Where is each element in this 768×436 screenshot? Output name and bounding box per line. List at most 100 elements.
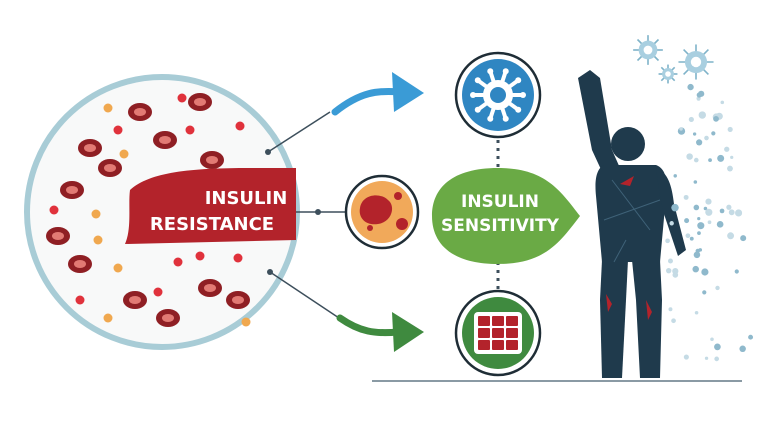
particle-dot xyxy=(727,126,733,132)
particle-dot xyxy=(694,310,699,315)
particle-dot xyxy=(671,203,679,212)
particle-dot xyxy=(734,269,739,274)
particle-dot xyxy=(668,307,673,312)
red-blood-cell xyxy=(188,93,212,111)
particle-dot xyxy=(739,345,746,353)
particle-dot xyxy=(119,149,129,159)
particle-dot xyxy=(665,238,670,244)
particle-dots xyxy=(665,83,754,362)
particle-dot xyxy=(671,318,676,324)
insulin-resistance-banner: INSULIN RESISTANCE xyxy=(125,168,296,244)
particle-dot xyxy=(703,206,708,211)
particle-dot xyxy=(716,220,724,228)
particle-dot xyxy=(715,285,720,291)
blue-arrow xyxy=(331,72,424,116)
particle-dot xyxy=(692,265,699,273)
particle-dot xyxy=(698,248,703,252)
muscle-grid-icon xyxy=(454,289,542,377)
insulin-sensitivity-leaf: INSULIN SENSITIVITY xyxy=(432,168,580,264)
particle-dot xyxy=(698,111,707,119)
particle-dot xyxy=(693,251,701,259)
particle-dot xyxy=(711,131,716,136)
particle-dot xyxy=(735,209,743,217)
particle-dot xyxy=(679,127,683,131)
particle-dot xyxy=(692,132,697,136)
particle-dot xyxy=(748,334,754,340)
particle-dot xyxy=(688,116,694,123)
particle-dot xyxy=(728,209,735,216)
particle-dot xyxy=(195,251,205,261)
particle-dot xyxy=(673,174,677,178)
virus-particle xyxy=(658,64,678,84)
particle-dot xyxy=(91,209,101,219)
particle-dot xyxy=(153,287,163,297)
fat-cell-icon xyxy=(344,174,420,250)
particle-dot xyxy=(693,204,700,211)
particle-dot xyxy=(689,236,694,241)
particle-dot xyxy=(713,115,719,122)
particle-dot xyxy=(93,235,103,245)
particle-dot xyxy=(686,153,693,160)
particle-dot xyxy=(701,268,709,276)
red-blood-cell xyxy=(60,181,84,199)
particle-dot xyxy=(173,257,183,267)
particle-dot xyxy=(719,208,725,214)
red-blood-cell xyxy=(68,255,92,273)
particle-dot xyxy=(669,221,674,226)
particle-dot xyxy=(683,194,689,200)
particle-dot xyxy=(233,253,243,263)
sensitivity-label-line2: SENSITIVITY xyxy=(441,216,560,236)
particle-dot xyxy=(49,205,59,215)
particle-dot xyxy=(704,135,709,141)
red-blood-cell xyxy=(98,159,122,177)
particle-dot xyxy=(693,157,699,163)
particle-dot xyxy=(726,204,732,210)
particle-dot xyxy=(75,295,85,305)
particle-dot xyxy=(685,233,691,239)
red-blood-cells xyxy=(46,93,250,327)
particle-dot xyxy=(177,93,187,103)
resistance-label-line2: RESISTANCE xyxy=(150,214,274,235)
red-blood-cell xyxy=(123,291,147,309)
particle-dot xyxy=(113,125,123,135)
particle-dot xyxy=(693,180,698,184)
human-silhouette-icon xyxy=(578,70,686,378)
red-blood-cell xyxy=(200,151,224,169)
particle-dot xyxy=(730,155,734,159)
particle-dot xyxy=(702,290,707,295)
particle-dot xyxy=(672,267,679,275)
particle-dot xyxy=(696,139,703,146)
particle-dot xyxy=(708,158,712,163)
particle-dot xyxy=(665,267,672,274)
particle-dot xyxy=(687,83,694,91)
virus-particle xyxy=(678,44,714,80)
particle-dot xyxy=(705,208,713,216)
particle-dot xyxy=(683,354,689,360)
virus-particles-icon xyxy=(633,35,714,84)
virus-particle xyxy=(633,35,663,65)
particle-dot xyxy=(727,232,735,240)
particle-dot xyxy=(103,313,113,323)
red-blood-cell xyxy=(156,309,180,327)
particle-dot xyxy=(740,235,747,242)
particle-dot xyxy=(710,337,714,342)
particle-dot xyxy=(696,92,702,98)
connector-lines xyxy=(265,111,346,323)
virus-icon xyxy=(454,51,542,139)
particle-dot xyxy=(668,258,673,264)
resistance-label-line1: INSULIN xyxy=(205,188,288,209)
particle-dot xyxy=(684,218,690,224)
particle-dot xyxy=(717,154,725,162)
particle-dot xyxy=(103,103,113,113)
red-blood-cell xyxy=(46,227,70,245)
particle-dot xyxy=(727,165,733,172)
sensitivity-label-line1: INSULIN xyxy=(461,192,539,212)
red-blood-cell xyxy=(78,139,102,157)
particle-dot xyxy=(714,356,720,362)
particle-dot xyxy=(113,263,123,273)
particle-dot xyxy=(697,231,701,236)
particle-dot xyxy=(241,317,251,327)
red-blood-cell xyxy=(153,131,177,149)
